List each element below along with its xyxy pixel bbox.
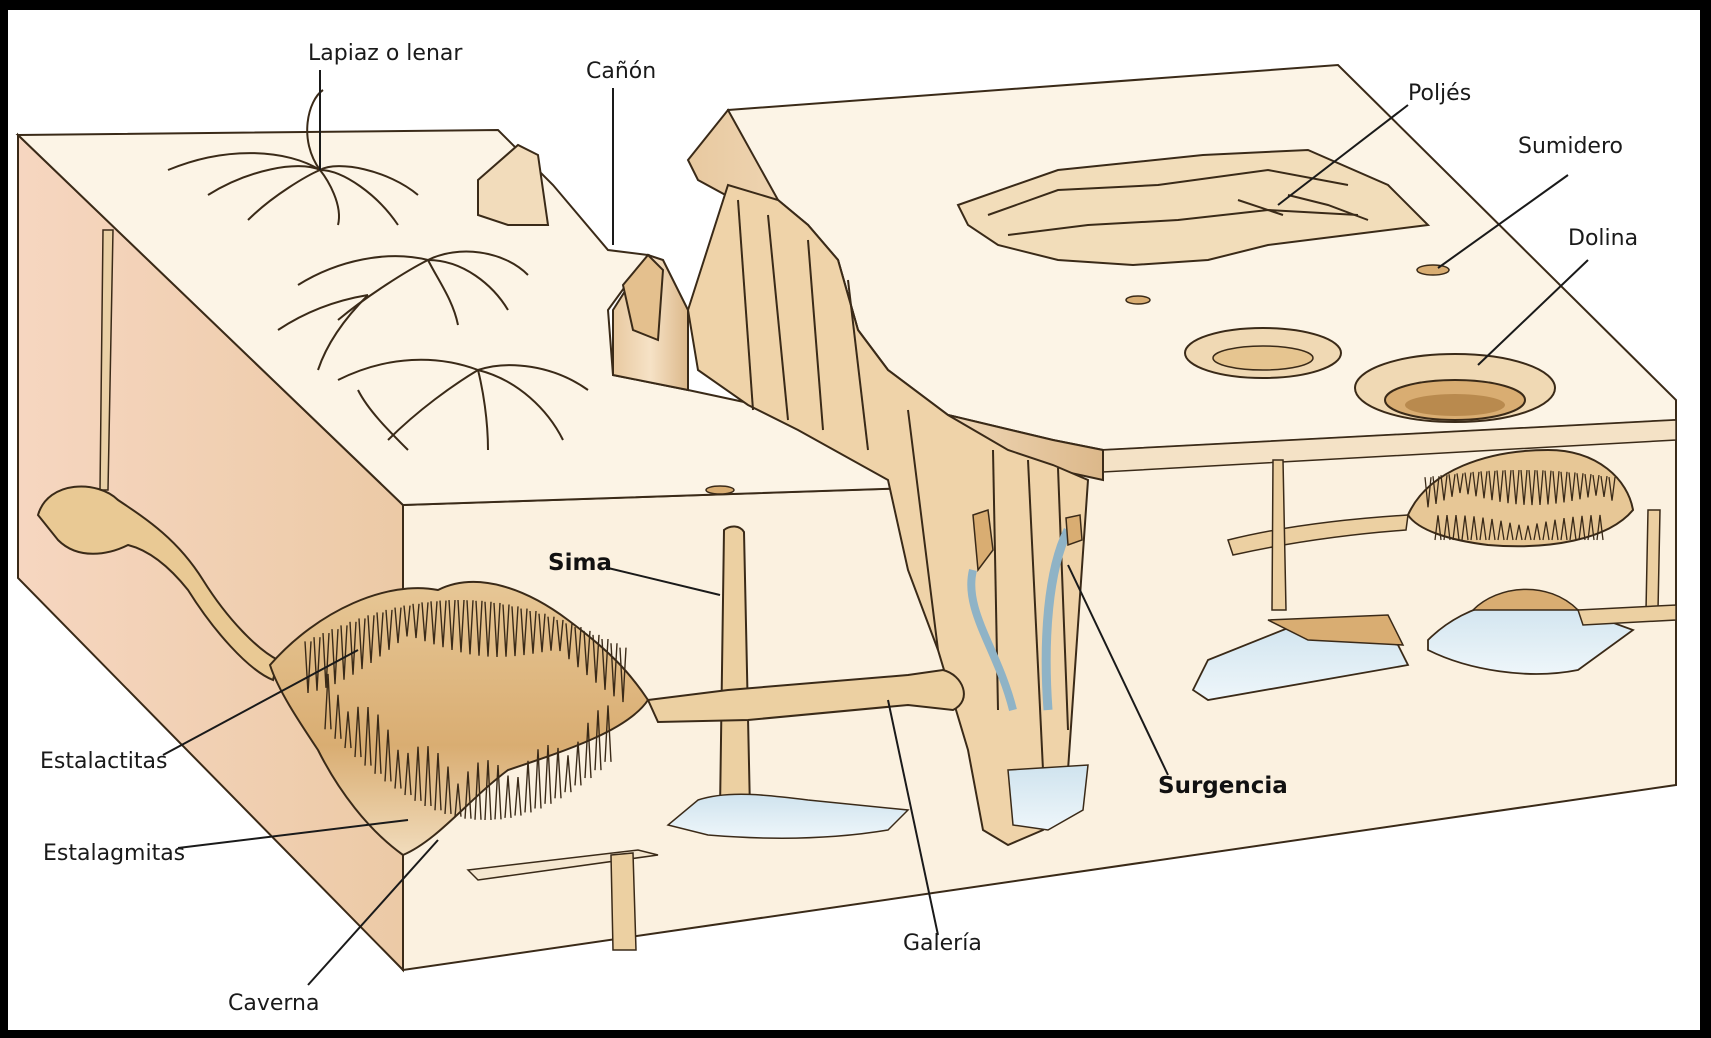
label-canon: Cañón bbox=[586, 59, 656, 84]
sumidero bbox=[1417, 265, 1449, 275]
sima-shaft bbox=[720, 526, 750, 810]
label-estalactitas: Estalactitas bbox=[40, 749, 167, 774]
label-sumidero: Sumidero bbox=[1518, 134, 1623, 159]
surface-hole-center bbox=[1126, 296, 1150, 304]
label-poljes: Poljés bbox=[1408, 81, 1471, 106]
surface-hole-left bbox=[706, 486, 734, 494]
label-surgencia: Surgencia bbox=[1158, 773, 1288, 799]
label-caverna: Caverna bbox=[228, 991, 319, 1016]
label-galeria: Galería bbox=[903, 931, 982, 956]
label-dolina: Dolina bbox=[1568, 226, 1638, 251]
illustration-frame: Lapiaz o lenar Cañón Poljés Sumidero Dol… bbox=[8, 10, 1700, 1030]
label-estalagmitas: Estalagmitas bbox=[43, 841, 185, 866]
label-sima: Sima bbox=[548, 550, 612, 576]
karst-block-diagram: Lapiaz o lenar Cañón Poljés Sumidero Dol… bbox=[8, 10, 1700, 1030]
label-lapiaz: Lapiaz o lenar bbox=[308, 41, 463, 66]
